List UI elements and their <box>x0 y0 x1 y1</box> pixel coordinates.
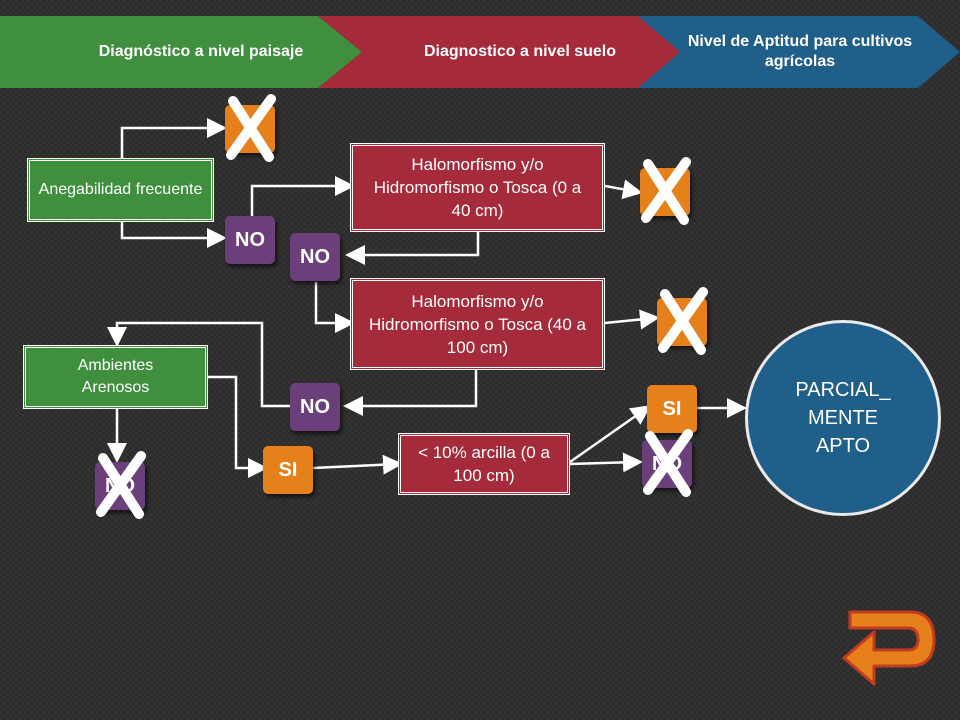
no-tag-2-label: NO <box>300 245 330 268</box>
arrow-no-to-halo2 <box>314 282 355 333</box>
si-tag-result-label: SI <box>662 397 682 420</box>
si-tag-arenosos-label: SI <box>278 458 298 481</box>
arrow-halo1-to-x <box>604 179 643 200</box>
step-paisaje: Diagnóstico a nivel paisaje <box>0 16 362 88</box>
arrow-no-to-ambientes <box>107 321 290 408</box>
arrow-halo1-to-no <box>345 232 480 265</box>
arrow-arcilla-to-si <box>569 405 652 464</box>
no-tag-3-label: NO <box>300 395 330 418</box>
box-anegabilidad: Anegabilidad frecuente <box>27 158 214 222</box>
box-halomorfismo-40-100: Halomorfismo y/o Hidromorfismo o Tosca (… <box>350 278 605 370</box>
no-tag-rejected-4: NO <box>642 429 693 497</box>
si-tag-result: SI <box>647 385 697 433</box>
x-mark-icon <box>96 451 146 519</box>
rejected-tag-1 <box>225 94 276 162</box>
arrow-aneg-to-no <box>120 222 227 248</box>
no-tag-1-label: NO <box>235 228 265 251</box>
no-tag-1: NO <box>225 216 275 264</box>
result-parcialmente-apto: PARCIAL_ MENTE APTO <box>745 320 941 516</box>
step-aptitud: Nivel de Aptitud para cultivos agrícolas <box>638 16 960 88</box>
u-turn-back-arrow-icon[interactable] <box>840 600 940 695</box>
arrow-arcilla-to-no <box>569 452 643 473</box>
x-mark-icon <box>226 94 276 162</box>
step-aptitud-label: Nivel de Aptitud para cultivos agrícolas <box>687 33 913 70</box>
box-arcilla: < 10% arcilla (0 a 100 cm) <box>398 433 570 495</box>
arrow-aneg-to-x <box>120 118 227 158</box>
result-line-3: APTO <box>815 435 871 457</box>
box-ambientes-text: Ambientes Arenosos <box>77 357 154 396</box>
box-halomorfismo-0-40: Halomorfismo y/o Hidromorfismo o Tosca (… <box>350 143 605 232</box>
box-ambientes-arenosos: Ambientes Arenosos <box>23 345 208 409</box>
no-tag-3: NO <box>290 383 340 431</box>
arrow-halo2-to-x <box>604 309 660 330</box>
step-suelo-label: Diagnostico a nivel suelo <box>423 43 617 60</box>
box-halo2-text: Halomorfismo y/o Hidromorfismo o Tosca (… <box>369 291 586 357</box>
arrow-si-to-arcilla <box>312 454 403 475</box>
step-paisaje-label: Diagnóstico a nivel paisaje <box>98 43 304 60</box>
x-mark-icon <box>658 287 708 355</box>
result-line-2: MENTE <box>808 407 878 429</box>
step-suelo: Diagnostico a nivel suelo <box>318 16 682 88</box>
result-line-1: PARCIAL_ <box>795 379 891 401</box>
box-anegabilidad-text: Anegabilidad frecuente <box>38 181 203 198</box>
box-halo1-text: Halomorfismo y/o Hidromorfismo o Tosca (… <box>373 155 582 220</box>
box-arcilla-text: < 10% arcilla (0 a 100 cm) <box>418 443 550 485</box>
no-tag-rejected-5: NO <box>95 451 146 519</box>
x-mark-icon <box>641 157 691 225</box>
rejected-tag-2 <box>640 157 691 225</box>
arrow-no-to-halo1 <box>250 176 355 216</box>
rejected-tag-3 <box>657 287 708 355</box>
arrow-ambientes-to-si <box>208 375 268 478</box>
si-tag-arenosos: SI <box>263 446 313 494</box>
no-tag-2: NO <box>290 233 340 281</box>
arrow-halo2-to-no <box>343 370 478 416</box>
x-mark-icon <box>643 429 693 497</box>
